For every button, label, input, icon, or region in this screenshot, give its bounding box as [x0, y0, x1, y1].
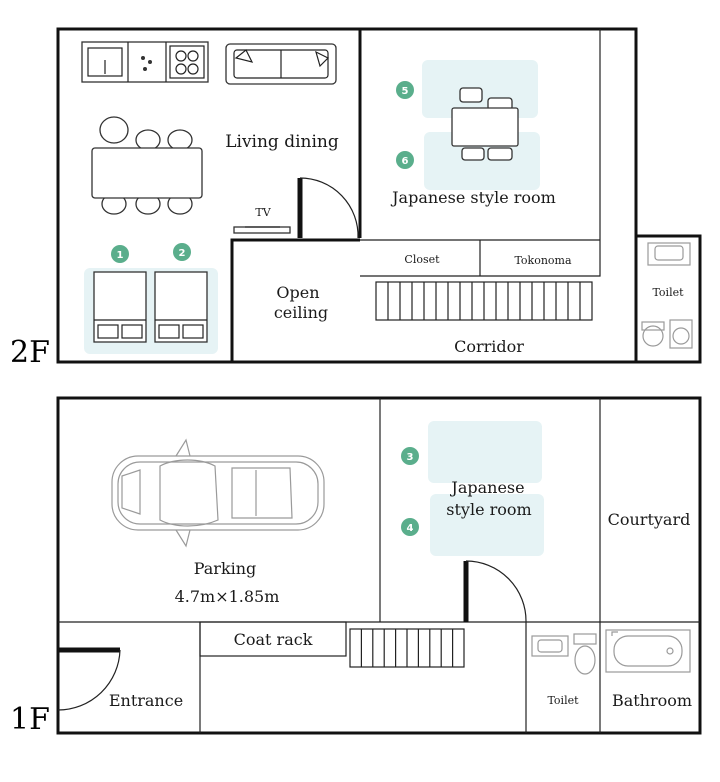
futon-area-4	[430, 494, 544, 556]
wall-closet-tokonoma	[360, 29, 601, 277]
dining-table	[91, 116, 203, 215]
futon-area-3	[428, 421, 542, 483]
tv-label: TV	[255, 206, 271, 219]
floor-label-1f: 1F	[10, 702, 50, 737]
svg-text:2: 2	[179, 248, 186, 259]
bed-2	[154, 271, 208, 343]
svg-text:4: 4	[407, 523, 414, 534]
tokonoma-label: Tokonoma	[514, 254, 572, 267]
toilet-1f-label: Toilet	[547, 694, 579, 707]
wall-open-ceiling	[230, 238, 360, 362]
bathtub-icon	[605, 629, 691, 673]
kitchen-counter	[81, 41, 209, 83]
open-ceiling-label-1: Open	[276, 283, 319, 302]
door-entrance-swing	[57, 649, 121, 711]
svg-text:6: 6	[402, 156, 409, 167]
japanese-room-1f-label-2: style room	[446, 500, 531, 519]
svg-text:3: 3	[407, 452, 414, 463]
open-ceiling-label-2: ceiling	[274, 303, 328, 322]
courtyard-label: Courtyard	[608, 510, 691, 529]
car-icon	[111, 438, 325, 548]
stairs-1f	[349, 628, 465, 668]
low-table	[451, 87, 519, 161]
sofa	[225, 43, 337, 85]
bed-badge-2: 2	[173, 243, 191, 261]
bathroom-label: Bathroom	[612, 691, 692, 710]
tv-unit	[233, 226, 291, 234]
toilet-1f-fixtures	[531, 633, 597, 675]
wall-1f-outer	[56, 396, 702, 735]
toilet-2f-label: Toilet	[652, 286, 684, 299]
living-dining-label: Living dining	[225, 132, 339, 152]
wall-2f-toilet	[636, 234, 702, 364]
toilet-2f-fixtures	[641, 242, 693, 349]
svg-text:5: 5	[402, 86, 409, 97]
door-2f-swing	[299, 177, 359, 239]
bed-badge-3: 3	[401, 447, 419, 465]
stairs-2f	[375, 281, 593, 321]
coat-rack-box	[199, 621, 347, 657]
floor-label-2f: 2F	[10, 335, 50, 370]
closet-label: Closet	[404, 253, 440, 266]
floor-1f: 3 4 Parking 4.7m×1.85m Japanese	[10, 396, 702, 737]
door-1f-japanese-swing	[465, 560, 527, 623]
japanese-room-1f-label-1: Japanese	[449, 478, 524, 497]
parking-size-label: 4.7m×1.85m	[175, 587, 280, 606]
japanese-room-2f-label: Japanese style room	[390, 188, 556, 207]
bed-badge-5: 5	[396, 81, 414, 99]
bed-badge-1: 1	[111, 245, 129, 263]
entrance-label: Entrance	[109, 691, 183, 710]
svg-text:1: 1	[117, 250, 124, 261]
floor-2f: TV 1 2	[10, 27, 702, 370]
bed-badge-6: 6	[396, 151, 414, 169]
parking-label: Parking	[194, 559, 257, 578]
wall-1f-toilet	[525, 622, 601, 733]
coat-rack-label: Coat rack	[234, 630, 313, 649]
bed-badge-4: 4	[401, 518, 419, 536]
bed-1	[93, 271, 147, 343]
corridor-label: Corridor	[454, 337, 524, 356]
